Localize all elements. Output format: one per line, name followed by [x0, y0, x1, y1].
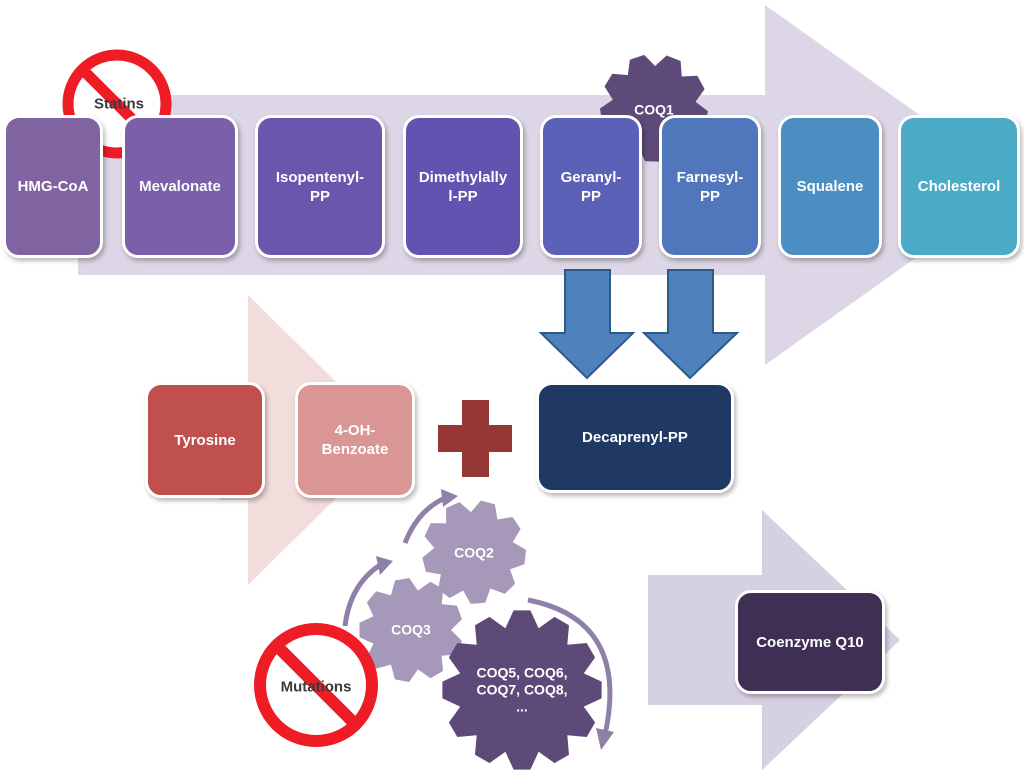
- coq1-label: COQ1: [634, 101, 674, 118]
- cholesterol-box: Cholesterol: [898, 115, 1020, 258]
- plus-sign-icon: [438, 400, 512, 477]
- cycle-arrow-coq2-head: [441, 489, 458, 507]
- dimethylallyl-pp-box: Dimethylally l-PP: [403, 115, 523, 258]
- cycle-arrow-coq3-head: [376, 556, 393, 575]
- coq2-label: COQ2: [454, 544, 494, 561]
- hydroxybenzoate-box: 4-OH- Benzoate: [295, 382, 415, 498]
- farnesyl-pp-box: Farnesyl- PP: [659, 115, 761, 258]
- coq-others-label: COQ5, COQ6, COQ7, COQ8, ...: [476, 664, 568, 715]
- gear-coq3-icon: [359, 578, 462, 682]
- coq3-label: COQ3: [391, 621, 431, 638]
- mevalonate-box: Mevalonate: [122, 115, 238, 258]
- cycle-arrow-coq3: [342, 562, 382, 627]
- ban-icon-mutations: [254, 623, 378, 747]
- decaprenyl-pp-box: Decaprenyl-PP: [536, 382, 734, 493]
- down-arrow-farnesyl: [641, 269, 740, 380]
- tyrosine-box: Tyrosine: [145, 382, 265, 498]
- down-arrow-geranyl: [538, 269, 636, 380]
- geranyl-pp-box: Geranyl- PP: [540, 115, 642, 258]
- cycle-arrow-coq-others: [527, 597, 613, 736]
- gear-coq-others-icon: [442, 610, 602, 770]
- cycle-arrow-coq2: [402, 495, 447, 544]
- mutations-label: Mutations: [280, 678, 352, 696]
- cycle-arrow-coq-others-head: [596, 728, 614, 750]
- gear-coq2-icon: [422, 500, 526, 604]
- squalene-box: Squalene: [778, 115, 882, 258]
- isopentenyl-pp-box: Isopentenyl- PP: [255, 115, 385, 258]
- statins-label: Statins: [93, 95, 145, 113]
- hmg-coa-box: HMG-CoA: [3, 115, 103, 258]
- coenzyme-q10-box: Coenzyme Q10: [735, 590, 885, 694]
